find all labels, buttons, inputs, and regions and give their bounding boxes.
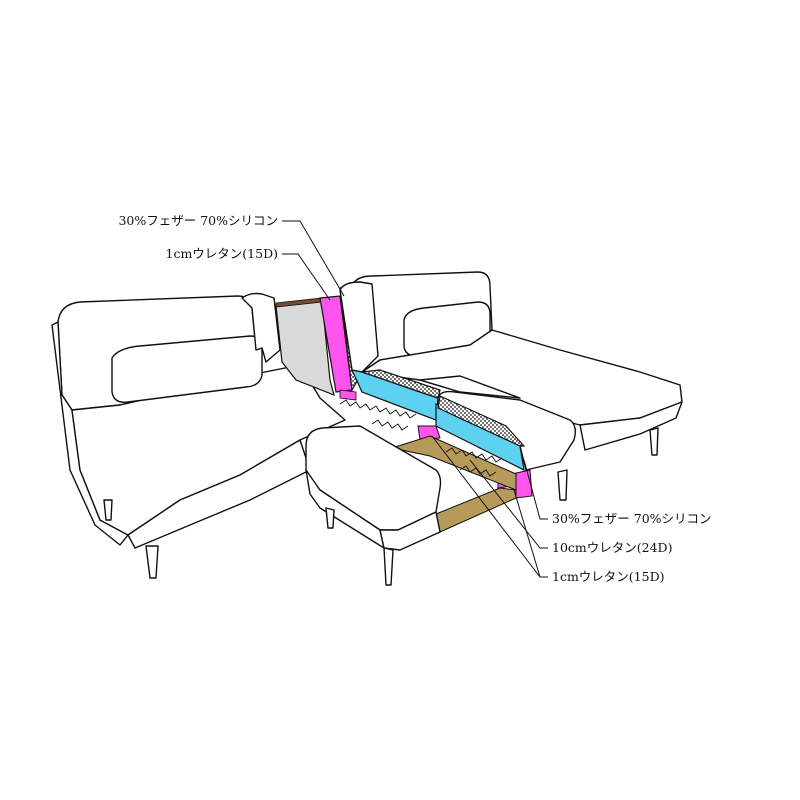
leader-seat-feather bbox=[523, 459, 548, 520]
left-leg-front bbox=[145, 545, 159, 579]
leader-lines bbox=[282, 220, 548, 578]
label-seat-urethane-1: 1cmウレタン(15D) bbox=[552, 569, 665, 584]
seat-feather-lower bbox=[437, 395, 526, 447]
label-back-urethane: 1cmウレタン(15D) bbox=[166, 246, 279, 261]
left-lumbar-pillow bbox=[111, 335, 263, 403]
right-small-cushion bbox=[339, 281, 379, 373]
wood-frame-strip bbox=[390, 435, 517, 491]
zigzag-spring-4 bbox=[459, 465, 497, 477]
seat-pink-layer-1 bbox=[417, 425, 441, 441]
left-sofa-module bbox=[51, 295, 346, 579]
right-chaise-module bbox=[339, 271, 683, 501]
ottoman bbox=[305, 425, 442, 586]
wood-frame-base bbox=[435, 487, 517, 533]
ottoman-leg-1 bbox=[383, 547, 394, 586]
leader-back-feather bbox=[282, 220, 345, 297]
seat-cross-section bbox=[339, 369, 577, 533]
chaise-leg-mid bbox=[557, 469, 568, 501]
chaise-front bbox=[579, 401, 683, 451]
chaise-leg-front bbox=[649, 427, 659, 456]
ottoman-leg-2 bbox=[325, 507, 335, 529]
left-leg-back bbox=[103, 499, 113, 521]
zigzag-spring-3 bbox=[445, 447, 503, 463]
leader-seat-urethane-10 bbox=[469, 459, 548, 549]
leader-back-urethane bbox=[282, 253, 331, 301]
center-backrest bbox=[241, 292, 281, 363]
label-seat-feather: 30%フェザー 70%シリコン bbox=[552, 511, 712, 526]
label-seat-urethane-10: 10cmウレタン(24D) bbox=[552, 540, 672, 555]
spring-pink-block bbox=[339, 389, 357, 401]
mid-seat-cushion-top bbox=[419, 375, 521, 399]
seat-feather-upper bbox=[361, 369, 441, 399]
zigzag-spring-2 bbox=[371, 419, 409, 431]
labels: 30%フェザー 70%シリコン 1cmウレタン(15D) 30%フェザー 70%… bbox=[118, 213, 711, 584]
label-back-feather: 30%フェザー 70%シリコン bbox=[118, 213, 278, 228]
zigzag-spring-1 bbox=[339, 399, 417, 419]
leader-seat-urethane-1b bbox=[513, 489, 541, 578]
